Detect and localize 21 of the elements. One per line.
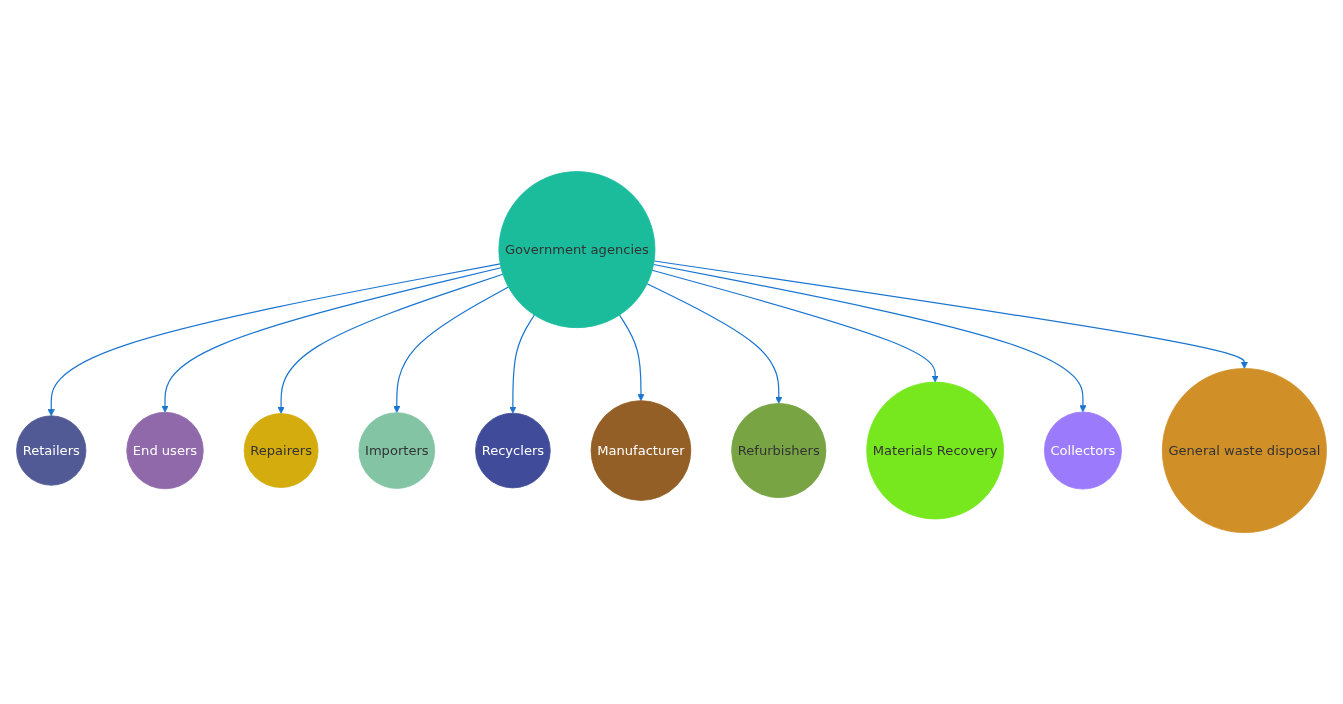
arrow — [651, 269, 939, 383]
node-circle: Repairers — [243, 413, 319, 488]
arrow — [646, 283, 783, 404]
arrow — [47, 263, 501, 417]
arrow — [652, 263, 1087, 413]
arrow — [653, 260, 1248, 369]
arrow — [618, 314, 645, 401]
node-circle: Manufacturer — [590, 400, 692, 501]
node-circle: Collectors — [1043, 411, 1122, 490]
node-circle: Refurbishers — [731, 402, 827, 498]
node-circle: Importers — [358, 412, 436, 489]
node-circle: Recyclers — [475, 412, 551, 489]
node-circle: Materials Recovery — [866, 381, 1004, 520]
node-circle: Government agencies — [498, 171, 656, 328]
arrow — [277, 273, 504, 414]
arrow — [161, 267, 502, 413]
node-circle: General waste disposal — [1161, 368, 1327, 533]
arrow — [393, 286, 510, 413]
node-circle: Retailers — [16, 415, 87, 486]
node-circle: End users — [126, 411, 204, 490]
arrow — [509, 314, 535, 414]
